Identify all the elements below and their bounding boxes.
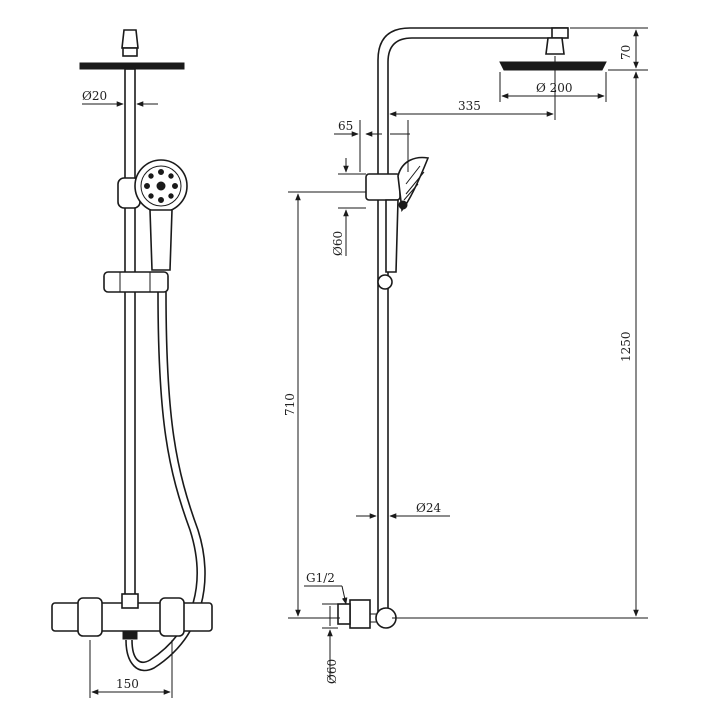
side-riser-inner [387,37,552,620]
side-holder-clamp [365,173,401,201]
front-bar-spacing-label: 150 [116,677,139,691]
front-hand-shower-nozzles [144,169,178,203]
front-pipe-diameter-dimension: Ø20 [82,89,158,107]
side-thread-label: G1/2 [306,571,335,585]
side-arm-reach-label: 335 [458,99,481,113]
side-holder-offset-label: 65 [338,119,353,133]
front-mixer-left-knob [77,597,103,637]
front-mixer-right-knob [159,597,185,637]
front-slider-bracket [103,271,169,293]
side-riser-outer [377,27,568,620]
front-hand-shower-ring [140,165,182,207]
front-vertical-pipe [124,68,136,610]
side-head-diameter-dimension: Ø 200 [499,72,607,102]
side-arm-end-cap [551,27,569,39]
side-flange-diameter-label: Ø60 [325,659,339,684]
side-head-connector [545,37,565,55]
side-riser-diameter-label: Ø24 [416,501,441,515]
side-slider-knob [377,274,393,290]
side-top-height-label: 70 [619,45,633,60]
front-view: Ø20 150 [51,29,213,698]
side-riser-height-label: 710 [283,393,297,416]
front-top-nut [122,47,138,57]
front-bar-spacing-dimension: 150 [89,640,173,698]
side-holder-diameter-dimension: Ø60 [331,158,366,256]
front-pipe-diameter-label: Ø20 [82,89,107,103]
side-riser-diameter-dimension: Ø24 [356,501,450,519]
side-arm-reach-dimension: 335 [389,56,556,120]
side-view: 70 1250 Ø 200 335 65 [283,27,648,684]
side-wall-flange [337,603,351,625]
side-total-height-dimension: 1250 [392,71,648,619]
side-flange-diameter-dimension: Ø60 [322,603,339,684]
side-total-height-label: 1250 [619,331,633,362]
side-mixer-body [349,599,371,629]
front-hose-inner [125,291,206,672]
front-top-connector [121,29,139,49]
front-hose-outer [131,291,198,664]
side-head-diameter-label: Ø 200 [536,81,573,95]
front-mixer-bottom-outlet [122,630,138,640]
side-riser-height-dimension: 710 [283,191,366,619]
side-thread-callout: G1/2 [304,571,348,605]
side-top-height-dimension: 70 [570,27,648,71]
side-holder-offset-dimension: 65 [334,119,410,172]
side-rain-head [499,61,607,71]
front-mixer-top-outlet [121,593,139,609]
side-hand-shower-nozzle [398,200,408,210]
side-holder-diameter-label: Ø60 [331,231,345,256]
side-hand-shower-handle [385,199,399,273]
front-hand-shower-handle [149,209,173,271]
front-rain-head [79,62,185,70]
